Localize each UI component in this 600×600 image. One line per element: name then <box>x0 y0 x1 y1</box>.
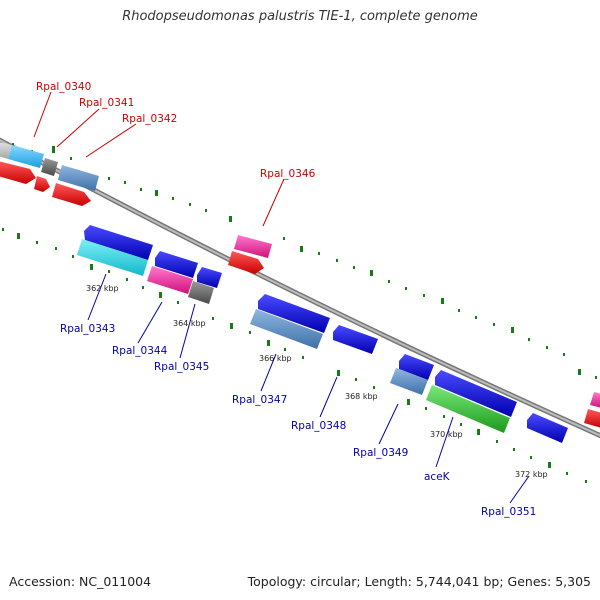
gene-rpal-0349[interactable] <box>390 368 428 395</box>
gene-blue-f[interactable] <box>527 413 568 443</box>
tick-370: 370 kbp <box>430 430 463 439</box>
map-title: Rhodopseudomonas palustris TIE-1, comple… <box>122 9 478 24</box>
label-rpal-0340[interactable]: Rpal_0340 <box>36 81 91 93</box>
label-rpal-0343[interactable]: Rpal_0343 <box>60 323 115 335</box>
gene-rpal-0348[interactable] <box>333 325 378 354</box>
gene-rpal-0341[interactable] <box>41 158 58 176</box>
gene-right-pink[interactable] <box>590 392 600 408</box>
gene-red-3[interactable] <box>52 183 91 206</box>
reverse-labels <box>87 273 530 504</box>
label-rpal-0346[interactable]: Rpal_0346 <box>260 168 316 180</box>
gene-rpal-0345[interactable] <box>188 281 214 304</box>
gene-rpal-0346[interactable] <box>234 235 272 258</box>
label-rpal-0351[interactable]: Rpal_0351 <box>481 506 536 518</box>
label-rpal-0342[interactable]: Rpal_0342 <box>122 113 177 125</box>
tick-372: 372 kbp <box>515 470 548 479</box>
label-acek[interactable]: aceK <box>424 471 451 483</box>
gene-red-4[interactable] <box>228 251 264 274</box>
tick-362: 362 kbp <box>86 284 119 293</box>
forward-genes <box>0 142 600 428</box>
gene-rpal-0340[interactable] <box>8 145 44 168</box>
label-rpal-0345[interactable]: Rpal_0345 <box>154 361 209 373</box>
inner-dotted-guide <box>2 228 587 483</box>
gene-rpal-0347[interactable] <box>250 309 323 349</box>
gene-acek[interactable] <box>426 385 510 433</box>
label-rpal-0348[interactable]: Rpal_0348 <box>291 420 346 432</box>
topology-text: Topology: circular; Length: 5,744,041 bp… <box>247 574 591 589</box>
accession-text: Accession: NC_011004 <box>9 574 152 589</box>
gene-rpal-0343[interactable] <box>77 239 148 276</box>
tick-366: 366 kbp <box>259 354 292 363</box>
gene-blue-e[interactable] <box>399 354 434 380</box>
tick-368: 368 kbp <box>345 392 378 401</box>
gene-rpal-0343-blue[interactable] <box>84 225 153 260</box>
gene-red-1[interactable] <box>0 161 36 184</box>
reverse-genes <box>77 225 568 443</box>
gene-rpal-0351[interactable] <box>435 370 517 417</box>
gene-red-2[interactable] <box>34 176 50 192</box>
gene-rpal-0342[interactable] <box>58 165 99 191</box>
label-rpal-0341[interactable]: Rpal_0341 <box>79 97 134 109</box>
gene-rpal-0344[interactable] <box>147 266 193 294</box>
gene-blue-b[interactable] <box>155 251 198 278</box>
label-rpal-0344[interactable]: Rpal_0344 <box>112 345 168 357</box>
gene-blue-d[interactable] <box>258 294 330 333</box>
label-rpal-0347[interactable]: Rpal_0347 <box>232 394 287 406</box>
gene-right-red[interactable] <box>584 409 600 428</box>
outer-dotted-guide <box>12 143 597 379</box>
gene-left-light-gray[interactable] <box>0 142 12 159</box>
label-rpal-0349[interactable]: Rpal_0349 <box>353 447 408 459</box>
gene-blue-c[interactable] <box>197 267 222 288</box>
forward-labels <box>33 91 285 227</box>
tick-364: 364 kbp <box>173 319 206 328</box>
